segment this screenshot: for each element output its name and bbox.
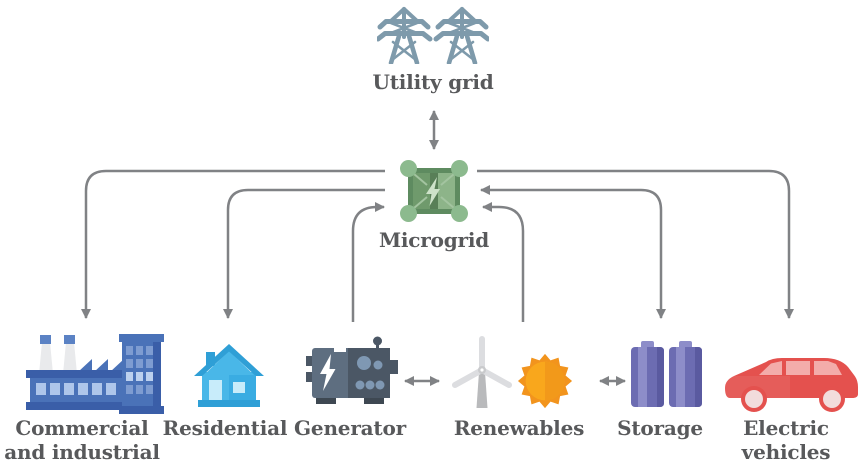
wind-turbine-icon [452, 336, 512, 408]
residential-label: Residential [162, 416, 288, 440]
battery-left [631, 341, 664, 407]
electric-vehicles-label-line1: Electric [743, 416, 829, 440]
microgrid-label: Microgrid [378, 228, 490, 252]
car-wheel-front [819, 386, 845, 412]
microgrid-icon [400, 160, 468, 222]
house-icon [194, 344, 264, 407]
renewables-label: Renewables [453, 416, 585, 440]
transmission-towers-icon [377, 7, 489, 64]
commercial-label-line1: Commercial [15, 416, 149, 440]
commercial-label: Commercial and industrial [2, 416, 162, 464]
generator-label: Generator [294, 416, 406, 440]
battery-right [669, 341, 702, 407]
electric-vehicles-label-line2: vehicles [741, 440, 831, 464]
transmission-tower-left [377, 7, 433, 64]
lightning-bolt-glyph [426, 177, 440, 206]
edge-generator-to-microgrid-arrow [351, 202, 385, 322]
electric-vehicles-label: Electric vehicles [706, 416, 862, 464]
car-icon [724, 358, 858, 412]
car-wheel-rear [741, 386, 767, 412]
generator-icon [306, 336, 398, 404]
factory-icon [26, 334, 164, 414]
edge-renewables-to-microgrid-arrow [482, 202, 525, 322]
commercial-label-line2: and industrial [4, 440, 160, 464]
edge-microgrid-to-residential-arrow [223, 188, 385, 319]
lightning-bolt-glyph [320, 354, 336, 391]
transmission-tower-right [433, 7, 489, 64]
edge-microgrid-to-commercial-arrow [81, 169, 385, 319]
edge-microgrid-to-electric-vehicles-arrow [477, 169, 794, 319]
batteries-icon [631, 341, 702, 407]
edge-microgrid-storage-arrow [480, 185, 666, 319]
utility-grid-label: Utility grid [372, 70, 494, 94]
storage-label: Storage [617, 416, 703, 440]
sun-icon [517, 353, 573, 409]
